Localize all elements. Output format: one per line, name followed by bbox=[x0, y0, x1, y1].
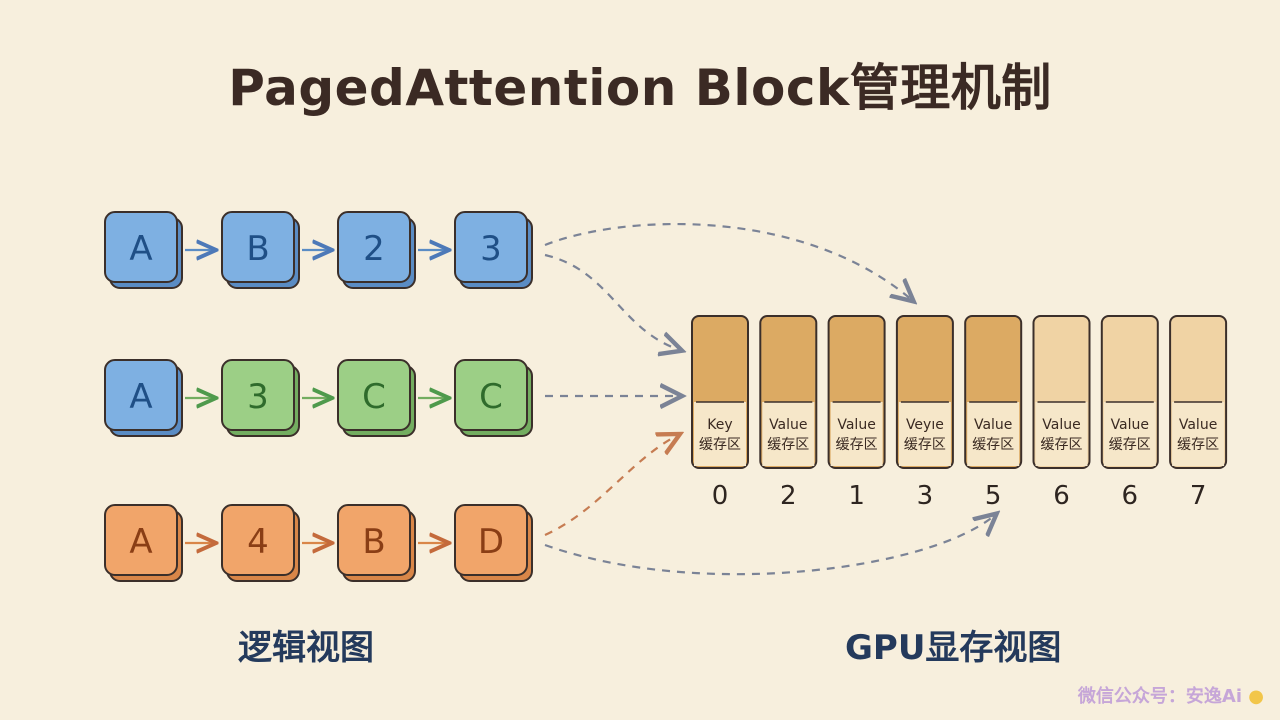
slot-type-label: Veyıe bbox=[906, 417, 944, 433]
block-face bbox=[337, 359, 411, 431]
slot-index: 0 bbox=[712, 481, 729, 511]
block-face bbox=[454, 504, 528, 576]
gpu-slot: Key 缓存区 0 bbox=[691, 315, 749, 511]
slot-index: 1 bbox=[848, 481, 865, 511]
block-label: A bbox=[129, 522, 152, 562]
slot-type-label: Value bbox=[1042, 417, 1080, 433]
slot-type-label: Key bbox=[707, 417, 732, 433]
page-title: PagedAttention Block管理机制 bbox=[228, 59, 1052, 117]
block-label: 2 bbox=[363, 229, 385, 269]
block-face bbox=[104, 504, 178, 576]
block-label: B bbox=[246, 229, 269, 269]
slot-label-area bbox=[1103, 402, 1156, 466]
gpu-slot: Value 缓存区 7 bbox=[1169, 315, 1228, 511]
logical-row: A 3 C C bbox=[104, 359, 533, 437]
logical-block: B bbox=[221, 211, 300, 289]
logical-row: A B 2 3 bbox=[104, 211, 533, 289]
slot-area-label: 缓存区 bbox=[1177, 437, 1219, 453]
slot-label-area bbox=[898, 402, 951, 466]
logical-block: 3 bbox=[454, 211, 533, 289]
slot-label-area bbox=[967, 402, 1020, 466]
logical-block: C bbox=[454, 359, 533, 437]
slot-index: 2 bbox=[780, 481, 797, 511]
logical-block: A bbox=[104, 211, 183, 289]
logical-block: B bbox=[337, 504, 416, 582]
logical-block: A bbox=[104, 504, 183, 582]
mapping-arrow bbox=[544, 253, 680, 350]
gpu-slot: Veyıe 缓存区 3 bbox=[895, 315, 954, 511]
slot-type-label: Value bbox=[837, 417, 875, 433]
gpu-slot: Value 缓存区 2 bbox=[759, 315, 818, 511]
mapping-arrow bbox=[544, 223, 912, 300]
block-label: 3 bbox=[480, 229, 502, 269]
block-face bbox=[337, 504, 411, 576]
watermark-text: 微信公众号：安逸Ai bbox=[1077, 686, 1242, 707]
block-label: C bbox=[362, 377, 386, 417]
logical-row: A 4 B D bbox=[104, 504, 533, 582]
mapping-arrow bbox=[544, 435, 678, 537]
logical-block: C bbox=[337, 359, 416, 437]
slot-index: 7 bbox=[1190, 481, 1207, 511]
slot-area-label: 缓存区 bbox=[1041, 437, 1083, 453]
block-face bbox=[454, 359, 528, 431]
block-label: A bbox=[129, 377, 152, 417]
block-label: D bbox=[478, 522, 504, 562]
gpu-view-caption: GPU显存视图 bbox=[845, 628, 1062, 668]
mapping-arrows bbox=[544, 223, 995, 576]
slot-index: 6 bbox=[1053, 481, 1070, 511]
block-face bbox=[104, 359, 178, 431]
watermark: 微信公众号：安逸Ai ● bbox=[1078, 682, 1264, 708]
gpu-memory-view: Key 缓存区 0 Value 缓存区 2 Value 缓存区 1 Veyıe 缓存区 3 Value 缓… bbox=[691, 315, 1228, 511]
block-face bbox=[221, 359, 295, 431]
block-label: 4 bbox=[247, 522, 269, 562]
slot-index: 6 bbox=[1122, 481, 1139, 511]
slot-area-label: 缓存区 bbox=[1109, 437, 1151, 453]
gpu-slot: Value 缓存区 1 bbox=[827, 315, 886, 511]
block-label: B bbox=[362, 522, 385, 562]
slot-area-label: 缓存区 bbox=[767, 437, 809, 453]
block-label: C bbox=[479, 377, 503, 417]
slot-label-area bbox=[1035, 402, 1088, 466]
block-face bbox=[104, 211, 178, 283]
logical-block: A bbox=[104, 359, 183, 437]
gpu-slot: Value 缓存区 6 bbox=[1100, 315, 1159, 511]
logical-view-caption: 逻辑视图 bbox=[238, 628, 374, 668]
block-face bbox=[221, 211, 295, 283]
slot-area-label: 缓存区 bbox=[904, 437, 946, 453]
slot-index: 3 bbox=[917, 481, 934, 511]
block-label: 3 bbox=[247, 377, 269, 417]
slot-area-label: 缓存区 bbox=[836, 437, 878, 453]
slot-label-area bbox=[830, 402, 883, 466]
gpu-slot: Value 缓存区 6 bbox=[1032, 315, 1091, 511]
slot-label-area bbox=[1172, 402, 1225, 466]
slot-type-label: Value bbox=[974, 417, 1012, 433]
slot-area-label: 缓存区 bbox=[699, 437, 741, 453]
chick-icon: ● bbox=[1248, 686, 1264, 707]
logical-block: 2 bbox=[337, 211, 416, 289]
slot-type-label: Value bbox=[1111, 417, 1149, 433]
slot-label-area bbox=[762, 402, 815, 466]
slot-type-label: Value bbox=[769, 417, 807, 433]
slot-label-area bbox=[694, 402, 746, 466]
slot-area-label: 缓存区 bbox=[972, 437, 1014, 453]
logical-block: D bbox=[454, 504, 533, 582]
logical-block: 4 bbox=[221, 504, 300, 582]
mapping-arrow bbox=[544, 515, 995, 576]
gpu-slot: Value 缓存区 5 bbox=[964, 315, 1023, 511]
block-face bbox=[337, 211, 411, 283]
block-face bbox=[454, 211, 528, 283]
block-label: A bbox=[129, 229, 152, 269]
logical-block: 3 bbox=[221, 359, 300, 437]
slot-type-label: Value bbox=[1179, 417, 1217, 433]
block-face bbox=[221, 504, 295, 576]
slot-index: 5 bbox=[985, 481, 1002, 511]
